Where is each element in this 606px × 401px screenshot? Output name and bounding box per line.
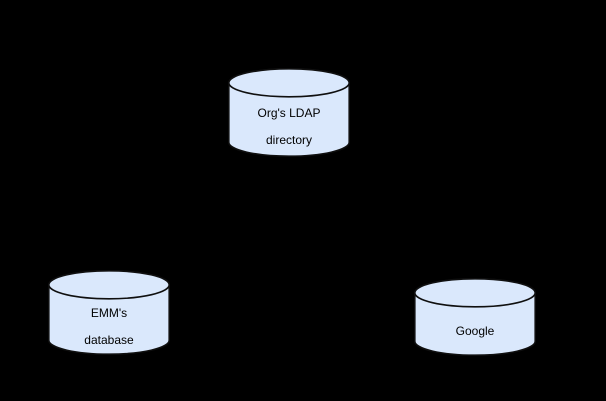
cylinder-shape: [413, 278, 537, 356]
cylinder-top-ellipse: [227, 68, 351, 98]
cylinder-shape: [227, 68, 351, 157]
node-google[interactable]: Google: [413, 278, 537, 356]
cylinder-shape: [47, 270, 171, 355]
cylinder-top-ellipse: [47, 270, 171, 300]
cylinder-top-ellipse: [413, 278, 537, 308]
